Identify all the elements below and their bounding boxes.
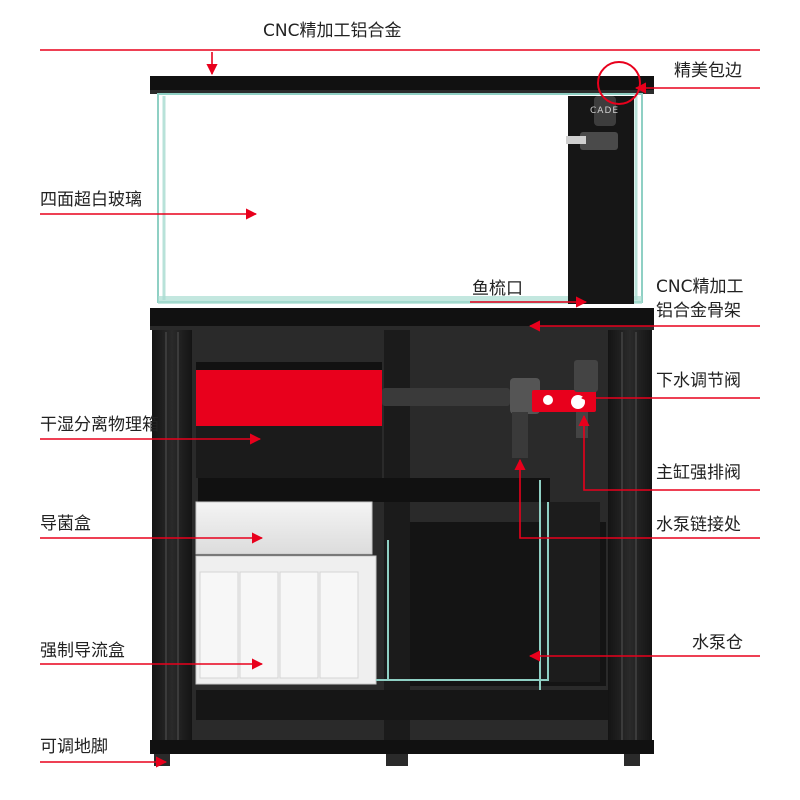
left-pillar (152, 330, 192, 750)
top-frame (150, 76, 654, 92)
callout-lines (40, 49, 760, 768)
tank (150, 61, 654, 304)
filter-shelf (198, 478, 550, 502)
drain-pipe (382, 388, 510, 406)
label-top-frame: CNC精加工铝合金 (263, 21, 402, 41)
filtration-system (195, 360, 606, 690)
label-comb: 鱼梳口 (472, 279, 523, 299)
cabinet-base (150, 740, 654, 754)
cabinet-top (150, 308, 654, 328)
label-drain-valve: 下水调节阀 (656, 371, 741, 391)
overflow-elbow (580, 132, 618, 150)
label-glass: 四面超白玻璃 (40, 190, 142, 210)
foot (386, 754, 408, 766)
label-dry-wet-box: 干湿分离物理箱 (40, 415, 159, 435)
callout-arrow (578, 414, 760, 491)
brand-logo: CADE (590, 106, 620, 116)
dry-wet-box-black (196, 426, 382, 478)
drain-valve-body (532, 390, 596, 412)
label-frame-line2: 铝合金骨架 (656, 301, 741, 321)
callout-arrow (514, 458, 760, 539)
label-main-drain-valve: 主缸强排阀 (656, 463, 741, 483)
label-bacteria-box: 导菌盒 (40, 514, 91, 534)
label-flow-box: 强制导流盒 (40, 641, 125, 661)
dry-wet-box-red (196, 368, 382, 430)
foot (624, 754, 640, 766)
foot (154, 754, 170, 766)
right-pillar (608, 330, 652, 750)
label-pump-chamber: 水泵仓 (692, 633, 743, 653)
glass-panel (157, 93, 643, 303)
filter-column (568, 96, 634, 304)
bacteria-box (195, 501, 373, 555)
label-pump-connection: 水泵链接处 (656, 515, 741, 535)
label-frame-line1: CNC精加工 (656, 277, 744, 297)
label-feet: 可调地脚 (40, 737, 108, 757)
label-edge-trim: 精美包边 (674, 61, 742, 81)
